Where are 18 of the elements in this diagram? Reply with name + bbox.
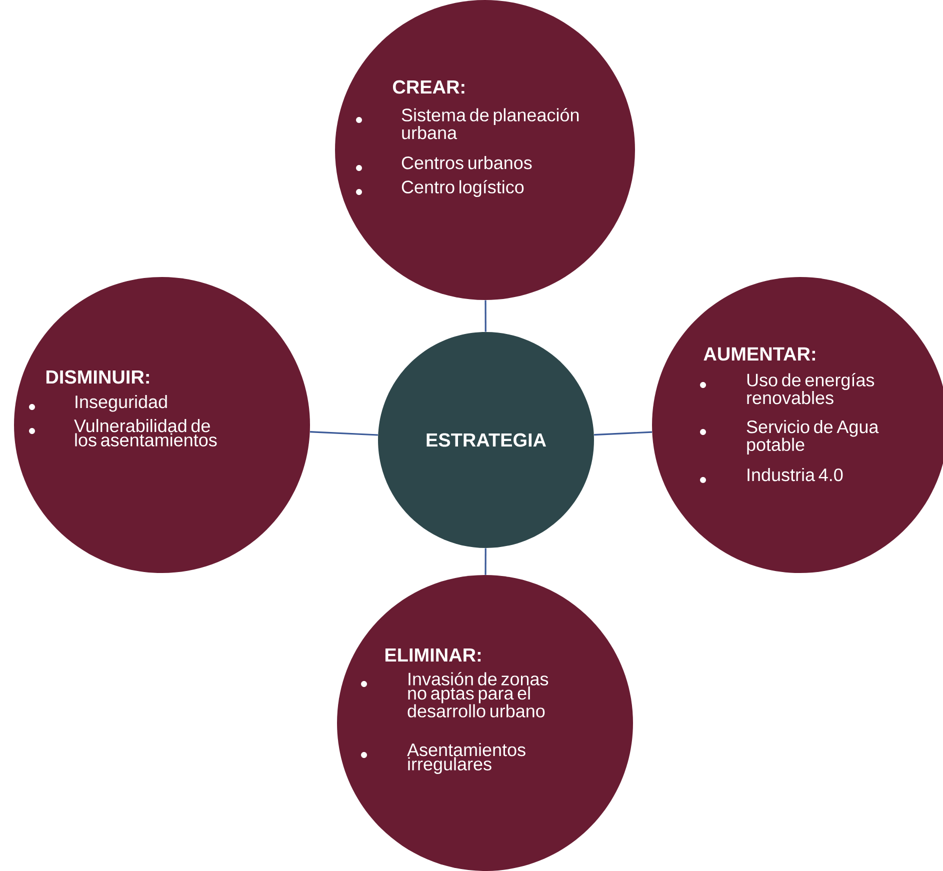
connector-line [484,548,486,575]
list-item: Vulnerabilidad de los asentamientos [74,419,217,446]
connector-line [484,300,486,332]
list-item: Servicio de Agua potable [746,420,879,455]
heading: CREAR: [393,80,464,94]
heading: AUMENTAR: [704,347,815,361]
list-item: Inseguridad [76,395,167,412]
heading: ELIMINAR: [385,648,481,662]
list-item: Centros urbanos [402,156,532,170]
connector-line [310,431,378,436]
heading: DISMINUIR: [46,370,149,384]
list-item: Centro logístico [402,180,524,197]
list-item: Industria 4.0 [748,468,843,482]
list-item: Asentamientos irregulares [407,743,526,774]
list-item: Invasión de zonas no aptas para el desarrollo urbano [408,672,548,718]
connector-line [594,431,652,436]
list-item: Uso de energías renovables [747,373,874,404]
list-item: Sistema de planeación urbana [402,108,579,140]
